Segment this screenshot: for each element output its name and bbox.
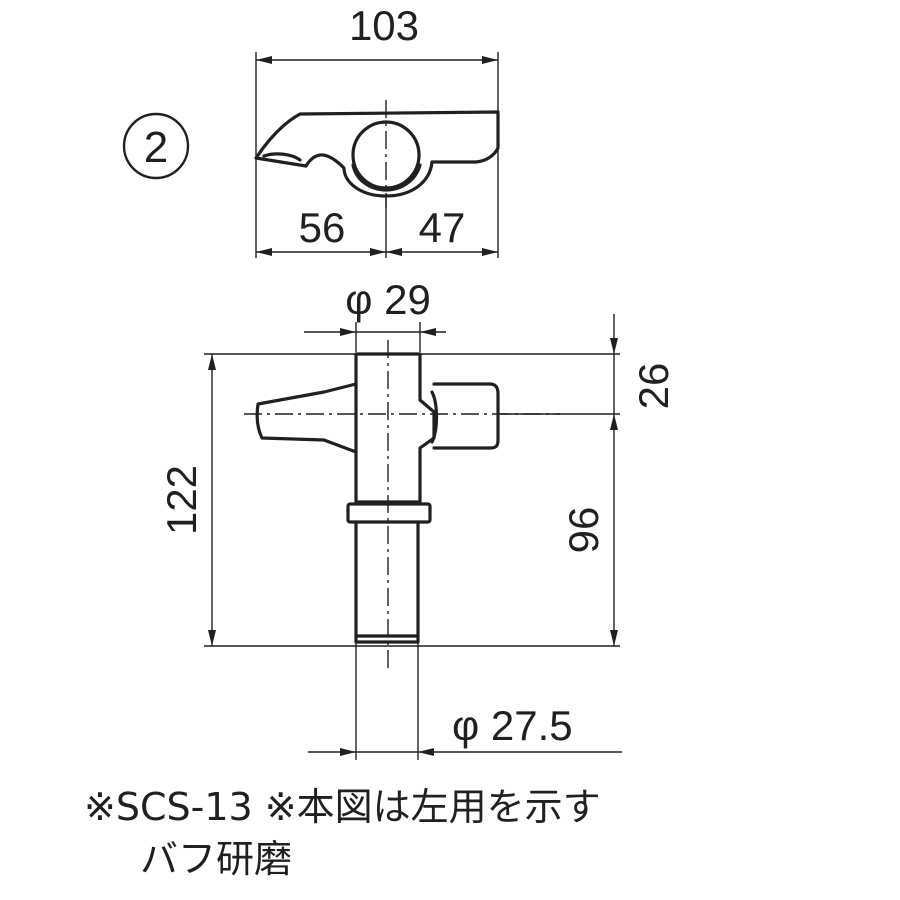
front-view-collar: [346, 502, 432, 524]
dim-overall-length: 103: [349, 2, 419, 49]
part-callout-number: 2: [144, 123, 168, 172]
dim-height-total: 122: [158, 465, 205, 535]
dim-shaft-diameter: φ 27.5: [452, 702, 573, 749]
top-view-outline: [254, 110, 500, 198]
notes: ※SCS-13 ※本図は左用を示す バフ研磨: [84, 785, 601, 881]
top-view: 103 56 47: [254, 2, 500, 258]
dim-height-lower: 96: [560, 507, 607, 554]
dim-hole-diameter: φ 29: [345, 276, 431, 323]
note-line-2: バフ研磨: [140, 837, 292, 881]
dim-left-length: 56: [299, 204, 346, 251]
front-view-body: [255, 352, 436, 504]
dim-right-length: 47: [419, 204, 466, 251]
dim-height-top: 26: [630, 363, 677, 410]
note-line-1: ※SCS-13 ※本図は左用を示す: [84, 785, 601, 829]
front-view-knob: [432, 382, 500, 450]
front-view-shaft: [354, 520, 420, 644]
part-callout: 2: [122, 112, 190, 180]
front-view: φ 29 122 26 96 φ 27.5: [158, 276, 677, 760]
